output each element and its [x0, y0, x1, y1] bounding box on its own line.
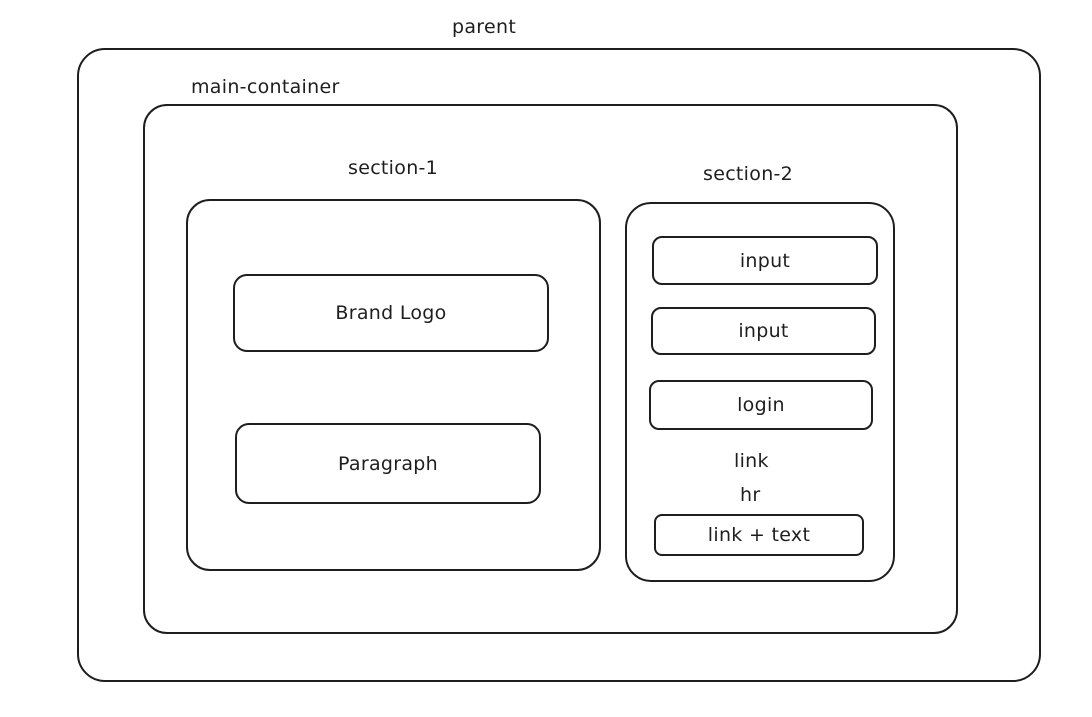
link-plus-text-box: link + text [654, 514, 864, 556]
login-box: login [649, 380, 873, 430]
main-container-box [143, 104, 958, 634]
section-1-label: section-1 [348, 157, 439, 179]
paragraph-box: Paragraph [235, 423, 541, 504]
main-container-label: main-container [191, 76, 340, 98]
hr-text: hr [740, 484, 761, 506]
section-2-label: section-2 [703, 163, 794, 185]
paragraph-text: Paragraph [337, 452, 439, 475]
brand-logo-box: Brand Logo [233, 274, 549, 352]
login-text: login [737, 394, 785, 416]
input-2-box: input [651, 307, 876, 355]
input-2-text: input [738, 320, 789, 342]
input-1-text: input [739, 249, 791, 272]
parent-label: parent [452, 16, 517, 38]
section-1-box [186, 199, 601, 571]
brand-logo-text: Brand Logo [335, 302, 447, 324]
link-text: link [734, 450, 769, 472]
parent-box [77, 48, 1041, 682]
section-2-box [625, 202, 895, 582]
link-plus-text-text: link + text [707, 524, 811, 546]
input-1-box: input [652, 236, 878, 285]
